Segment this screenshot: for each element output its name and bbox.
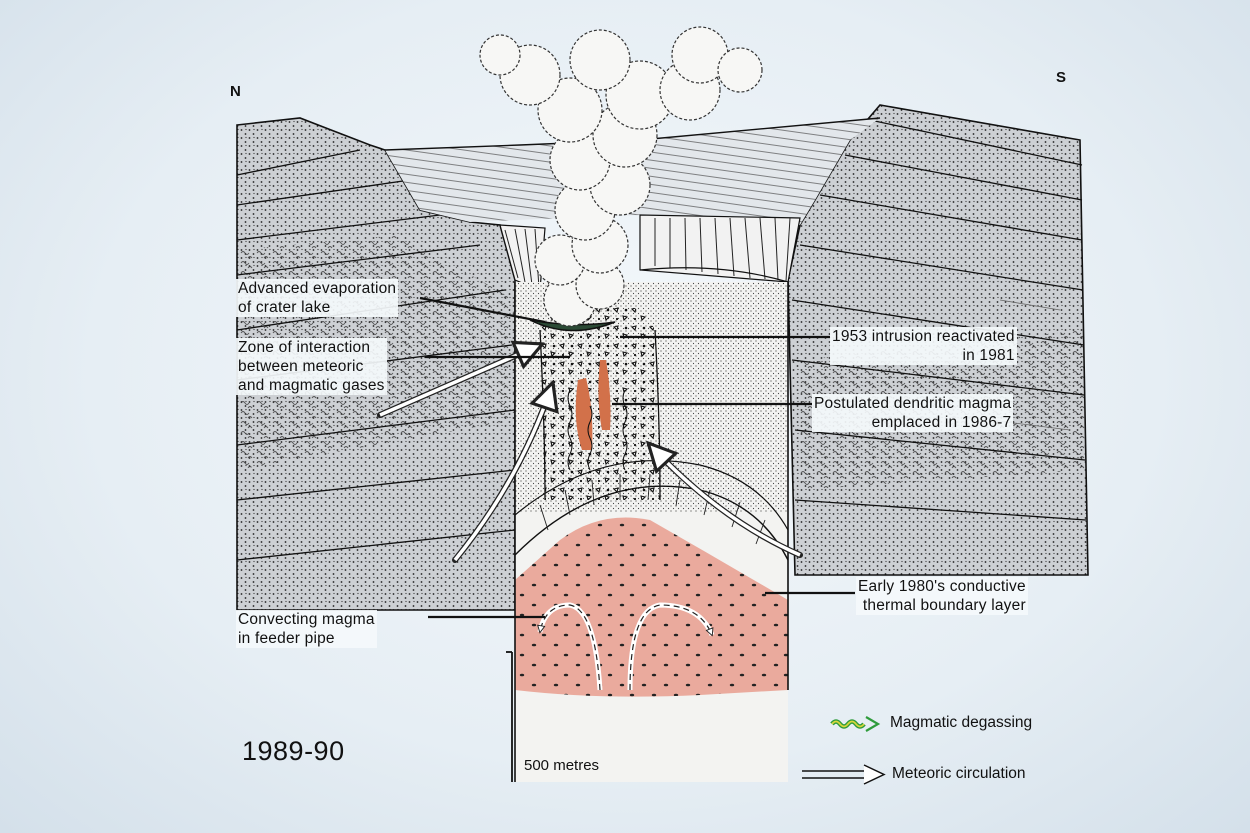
legend-magmatic-degassing: Magmatic degassing [890, 714, 1033, 731]
crater-wall [499, 214, 801, 291]
north-label: N [230, 83, 241, 100]
label-convecting-magma: Convecting magma in feeder pipe [236, 610, 377, 648]
scale-bar-label: 500 metres [524, 757, 600, 774]
legend-meteoric-circulation: Meteoric circulation [892, 765, 1026, 782]
year-label: 1989-90 [242, 736, 345, 766]
scale-bar [506, 651, 513, 782]
label-dendritic-magma: Postulated dendritic magma emplaced in 1… [812, 394, 1014, 432]
south-label: S [1056, 69, 1067, 86]
label-thermal-boundary: Early 1980's conductive thermal boundary… [856, 577, 1028, 615]
leader-lines [419, 296, 855, 619]
legend-degassing-icon [830, 716, 881, 732]
meteoric-circulation-arrows [377, 345, 803, 563]
steam-plume [479, 26, 763, 327]
label-1953-intrusion: 1953 intrusion reactivated in 1981 [830, 327, 1017, 365]
legend-meteoric-icon [802, 764, 886, 785]
label-advanced-evaporation: Advanced evaporation of crater lake [236, 279, 399, 317]
central-column [514, 282, 789, 782]
label-zone-interaction: Zone of interaction between meteoric and… [236, 338, 387, 395]
